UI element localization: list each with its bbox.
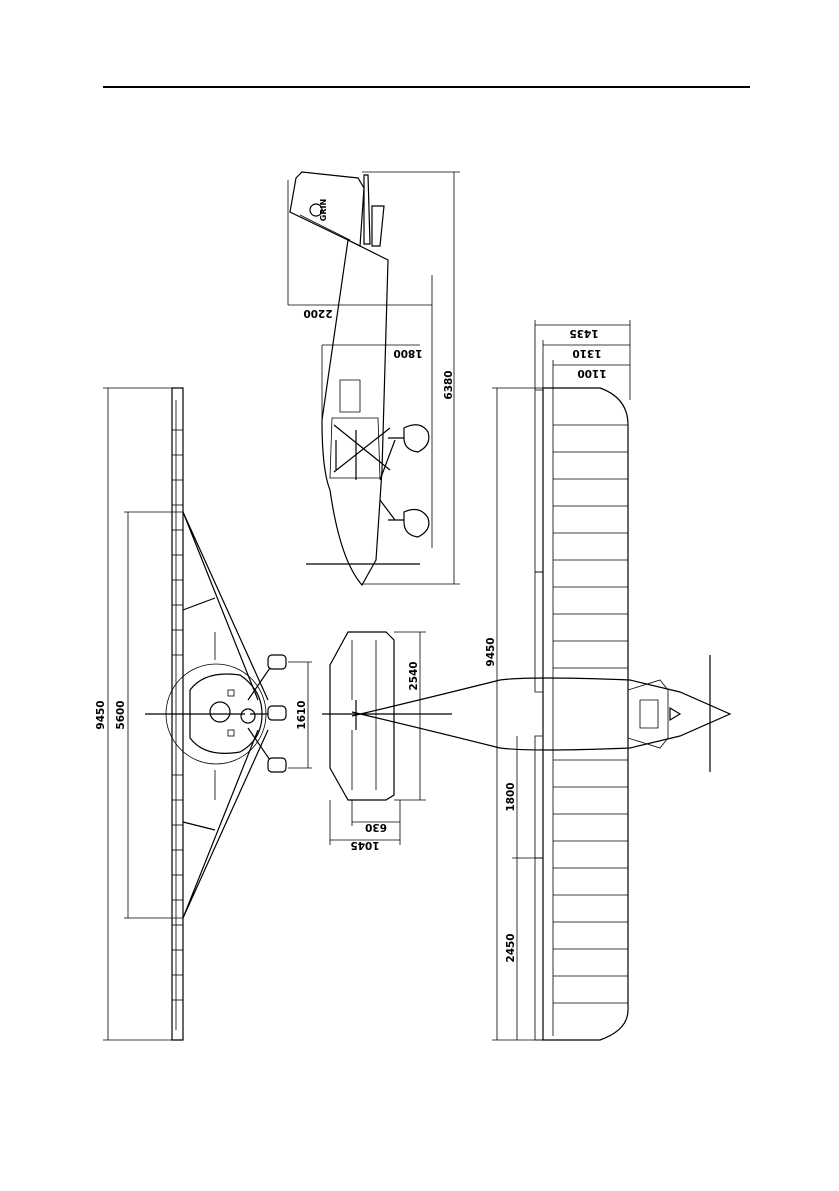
tail-logo-text: GRIN: [319, 199, 328, 221]
top-chord-front-label: 1100: [577, 367, 606, 379]
front-strut-span-label: 5600: [115, 700, 127, 729]
stab-chord-label: 1045: [350, 839, 379, 851]
front-view: 9450 5600 1610: [95, 388, 312, 1040]
side-cabin-height-label: 1800: [393, 347, 422, 359]
tail-plane-view: 2540 1045 630: [322, 632, 452, 851]
top-chord-mid-label: 1310: [572, 347, 601, 359]
side-tail-height-label: 2200: [303, 307, 332, 319]
aileron-span-label: 2450: [505, 933, 517, 962]
top-span-label: 9450: [485, 637, 497, 666]
side-view: GRIN 2200 1800 6380: [288, 172, 460, 585]
stab-span-label: 2540: [408, 661, 420, 690]
elevator-chord-label: 630: [365, 821, 387, 833]
front-span-label: 9450: [95, 700, 107, 729]
top-chord-total-label: 1435: [569, 327, 598, 339]
side-length-label: 6380: [443, 370, 455, 399]
front-wheel-track-label: 1610: [296, 700, 308, 729]
flaperon-span-label: 1800: [505, 782, 517, 811]
